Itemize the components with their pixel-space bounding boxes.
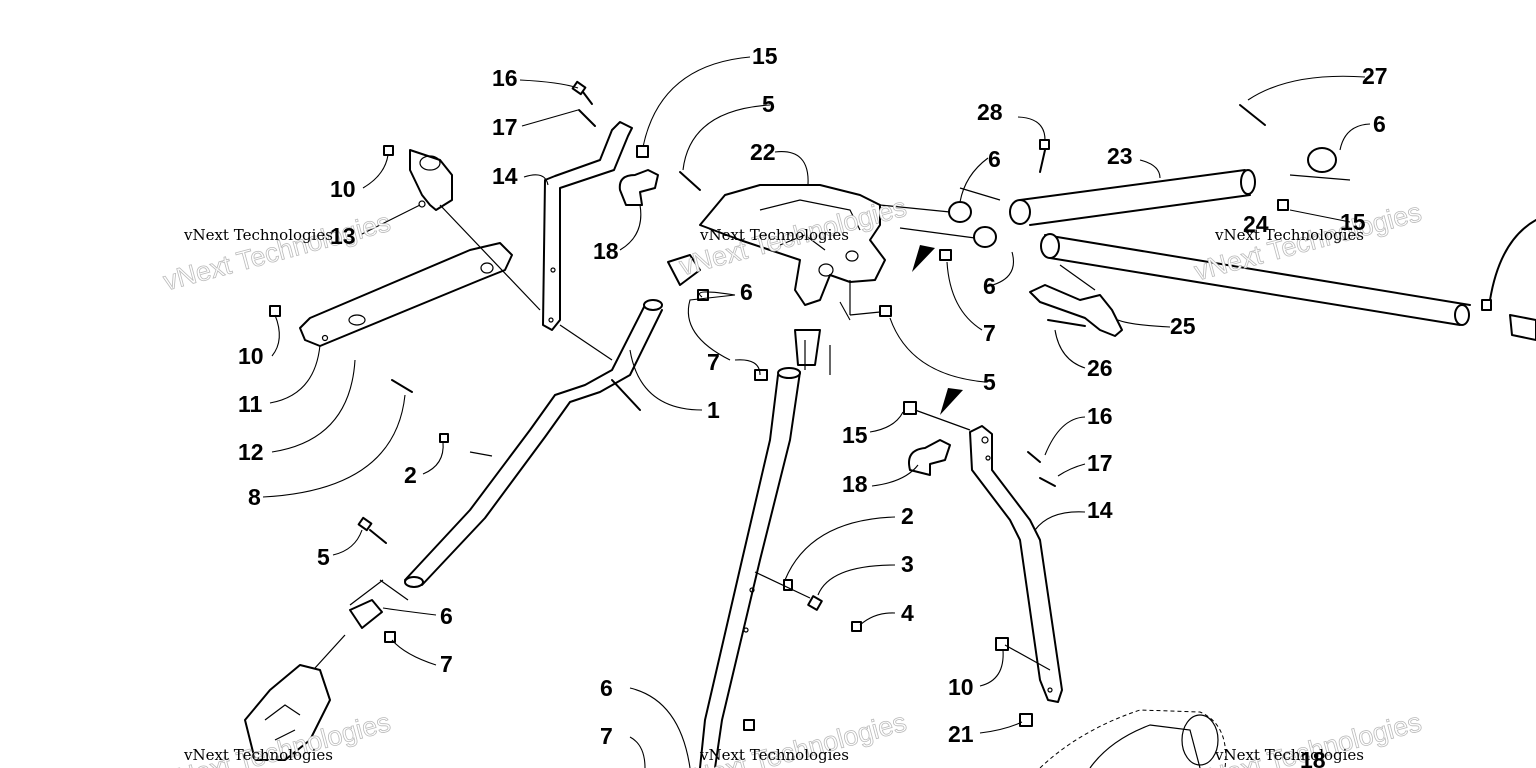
part-23-lower-tube — [1044, 234, 1471, 306]
callout-6: 6 — [440, 603, 453, 629]
part-14-upper-brace — [542, 121, 633, 331]
part-11-plate — [299, 242, 513, 347]
part-bottom-left-bracket — [244, 664, 331, 761]
svg-text:vNext Technologies: vNext Technologies — [1214, 746, 1364, 764]
part-6-cap-c — [1307, 147, 1337, 173]
assembly-guide-lines — [314, 174, 1351, 671]
part-6-cap-a — [948, 201, 972, 223]
part-1-right-tube — [699, 374, 779, 768]
callout-18: 18 — [593, 238, 619, 264]
callout-17: 17 — [492, 114, 518, 140]
callout-2: 2 — [404, 462, 417, 488]
callout-5: 5 — [317, 544, 330, 570]
svg-text:vNext Technologies: vNext Technologies — [160, 207, 393, 296]
callout-14: 14 — [492, 163, 518, 189]
callout-3: 3 — [901, 551, 914, 577]
watermark-3: vNext Technologies vNext Technologies — [1191, 197, 1425, 287]
callout-5: 5 — [762, 91, 775, 117]
callout-5: 5 — [983, 369, 996, 395]
part-23-upper-tube — [1019, 169, 1246, 201]
callout-16: 16 — [492, 65, 518, 91]
callout-11: 11 — [238, 391, 263, 417]
callout-1: 1 — [707, 397, 720, 423]
svg-text:vNext Technologies: vNext Technologies — [699, 226, 849, 244]
callout-6: 6 — [740, 279, 753, 305]
callout-24: 24 — [1243, 211, 1269, 237]
callout-10: 10 — [238, 343, 264, 369]
callout-7: 7 — [440, 651, 453, 677]
part-drawings — [244, 80, 1536, 768]
watermark-1: vNext Technologies vNext Technologies — [160, 207, 394, 297]
callout-18: 18 — [1300, 747, 1326, 768]
callout-7: 7 — [983, 320, 996, 346]
callout-8: 8 — [248, 484, 261, 510]
watermark-5: vNext Technologies vNext Technologies — [676, 707, 910, 768]
part-14-lower-brace — [969, 425, 1063, 703]
callout-13: 13 — [330, 223, 356, 249]
callout-22: 22 — [750, 139, 776, 165]
watermarks: vNext Technologies vNext Technologies vN… — [160, 192, 1425, 768]
callout-6: 6 — [600, 675, 613, 701]
part-13-bracket — [409, 149, 453, 211]
svg-text:vNext Technologies: vNext Technologies — [183, 746, 333, 764]
hardware — [269, 80, 1492, 731]
callout-6: 6 — [988, 146, 1001, 172]
part-6-spacer-center — [794, 329, 821, 366]
callout-6: 6 — [1373, 111, 1386, 137]
svg-text:vNext Technologies: vNext Technologies — [183, 226, 333, 244]
callout-10: 10 — [948, 674, 974, 700]
part-6-cap-b — [973, 226, 997, 248]
callout-25: 25 — [1170, 313, 1196, 339]
callout-7: 7 — [707, 349, 720, 375]
callout-7: 7 — [600, 723, 613, 749]
callout-23: 23 — [1107, 143, 1133, 169]
arrow-marker-lower — [940, 388, 963, 415]
leader-lines — [262, 56, 1371, 768]
watermark-4: vNext Technologies vNext Technologies — [160, 707, 394, 768]
callout-numbers: 1 2 2 3 4 5 5 5 6 6 6 6 6 7 7 7 6 7 8 10… — [238, 43, 1388, 768]
callout-28: 28 — [977, 99, 1003, 125]
part-18-upper-clamp — [618, 169, 659, 206]
callout-4: 4 — [901, 600, 914, 626]
part-18-lower-clamp — [908, 439, 951, 476]
callout-26: 26 — [1087, 355, 1113, 381]
part-right-edge — [1489, 219, 1536, 341]
callout-15: 15 — [842, 422, 868, 448]
callout-15: 15 — [752, 43, 778, 69]
callout-2: 2 — [901, 503, 914, 529]
callout-14: 14 — [1087, 497, 1113, 523]
part-22-casting — [699, 184, 886, 306]
callout-16: 16 — [1087, 403, 1113, 429]
arrow-marker-upper — [912, 245, 935, 272]
callout-18: 18 — [842, 471, 868, 497]
callout-27: 27 — [1362, 63, 1388, 89]
callout-17: 17 — [1087, 450, 1113, 476]
callout-21: 21 — [948, 721, 974, 747]
svg-text:vNext Technologies: vNext Technologies — [1214, 226, 1364, 244]
callout-6: 6 — [983, 273, 996, 299]
callout-15: 15 — [1340, 209, 1366, 235]
part-1-left-tube — [404, 304, 646, 581]
callout-12: 12 — [238, 439, 264, 465]
part-25-bracket — [1029, 284, 1123, 337]
callout-10: 10 — [330, 176, 356, 202]
svg-text:vNext Technologies: vNext Technologies — [699, 746, 849, 764]
